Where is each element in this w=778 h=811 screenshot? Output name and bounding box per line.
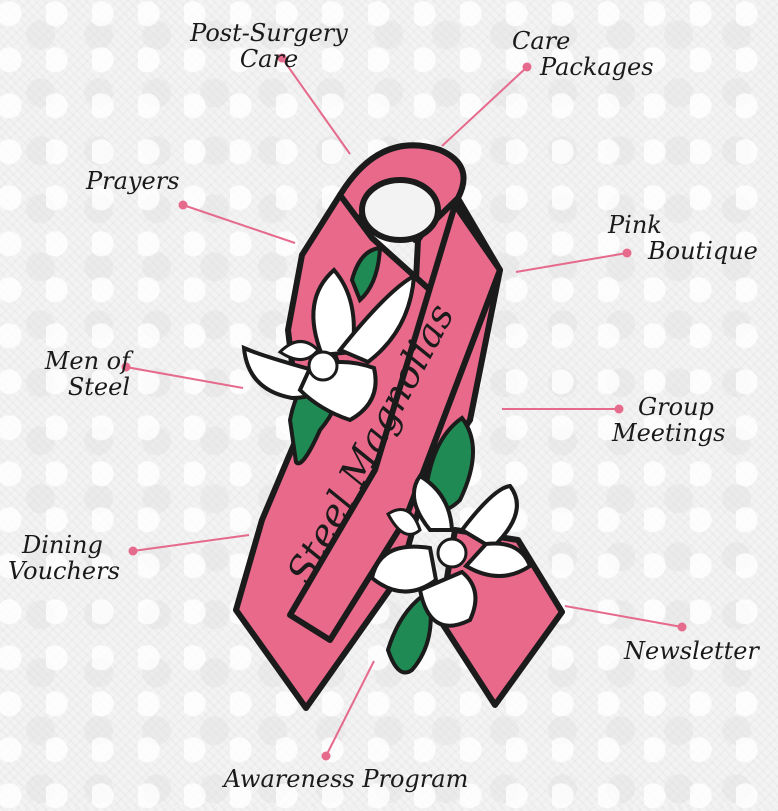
- label-men-of-steel[interactable]: Men of Steel: [6, 348, 130, 400]
- label-pink-boutique[interactable]: Pink Boutique: [608, 212, 778, 264]
- connector-line-newsletter: [565, 606, 682, 627]
- lower-flower-center: [438, 539, 466, 567]
- label-care-packages[interactable]: Care Packages: [512, 28, 672, 80]
- label-group-meetings[interactable]: Group Meetings: [612, 394, 772, 446]
- ribbon-loop-hole: [362, 180, 438, 240]
- connector-dot-awareness-program: [322, 752, 331, 761]
- connector-line-men-of-steel: [126, 367, 243, 388]
- label-prayers[interactable]: Prayers: [86, 168, 179, 194]
- label-awareness-program[interactable]: Awareness Program: [196, 766, 496, 792]
- label-newsletter[interactable]: Newsletter: [624, 638, 759, 664]
- upper-flower-center: [309, 352, 337, 380]
- connector-dot-prayers: [179, 201, 188, 210]
- connector-dot-newsletter: [678, 623, 687, 632]
- connector-line-dining-vouchers: [133, 535, 249, 551]
- connector-line-prayers: [183, 205, 295, 243]
- label-dining-vouchers[interactable]: Dining Vouchers: [8, 532, 148, 584]
- connector-line-awareness-program: [326, 661, 374, 756]
- label-post-surgery-care[interactable]: Post-Surgery Care: [174, 20, 364, 72]
